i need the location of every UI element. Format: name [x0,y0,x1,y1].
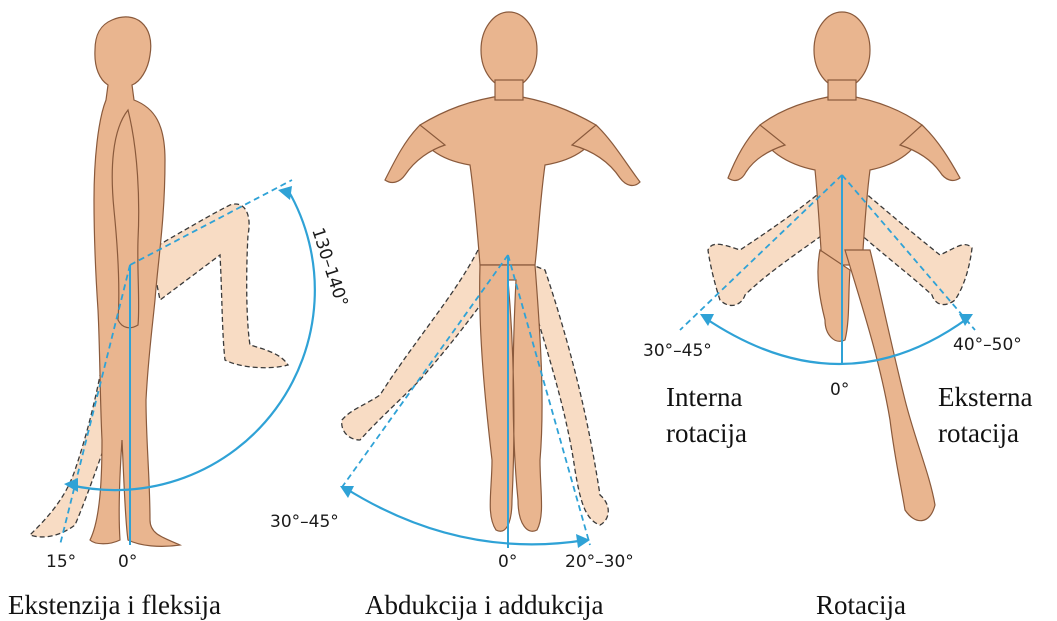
internal-rotation-label-line2: rotacija [666,418,747,448]
abduction-arc [345,488,586,544]
zero-label: 0° [498,552,517,572]
internal-rotation-axis [680,175,842,330]
panel-rotation: 30°–45° 40°–50° 0° Interna rotacija Ekst… [643,12,1032,620]
upper-torso-front [420,95,596,265]
zero-label: 0° [118,552,137,572]
panel-abduction-adduction: 30°–45° 0° 20°–30° Abdukcija i addukcija [270,12,640,620]
external-rotation-label-line1: Eksterna [938,382,1032,412]
caption-abduction-adduction: Abdukcija i addukcija [365,590,603,620]
adduction-range-label: 20°–30° [565,552,634,572]
head-front [814,12,870,88]
caption-extension-flexion: Ekstenzija i fleksija [8,590,221,620]
arrowhead-internal [700,314,714,326]
external-range-label: 40°–50° [953,335,1022,355]
external-rotation-label-line2: rotacija [938,418,1019,448]
legs-front [480,265,542,531]
arrowhead-flexion [278,186,292,200]
neck-front [828,80,856,100]
neck-front [495,80,523,100]
head-front [481,12,537,88]
flexed-leg-ghost [150,204,288,368]
extension-range-label: 15° [46,552,76,572]
internal-rotation-label-line1: Interna [666,382,742,412]
caption-rotation: Rotacija [816,590,906,620]
abduction-axis [340,255,508,490]
zero-label: 0° [830,380,849,400]
abduction-range-label: 30°–45° [270,512,339,532]
standing-leg [845,250,935,521]
internal-range-label: 30°–45° [643,341,712,361]
